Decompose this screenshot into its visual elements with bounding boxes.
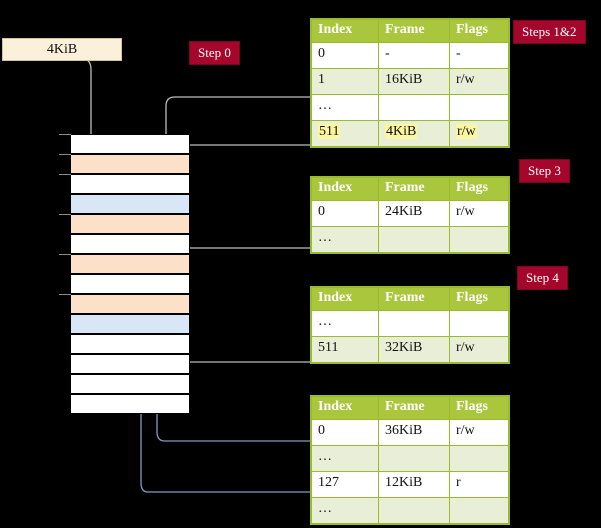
memory-frame-row xyxy=(70,394,190,414)
memory-frame-row xyxy=(70,354,190,374)
cell-frame: 4KiB xyxy=(378,119,450,147)
memory-frame-row xyxy=(70,314,190,334)
cell-flags: r/w xyxy=(449,67,509,95)
column-header-frame: Frame xyxy=(378,287,450,311)
memory-frame-row xyxy=(59,154,190,174)
memory-row-tick xyxy=(59,294,71,295)
physical-memory-column xyxy=(59,134,190,414)
cell-flags: r/w xyxy=(449,418,509,446)
table-row: 0-- xyxy=(311,41,509,69)
cell-flags: r/w xyxy=(449,119,509,147)
cell-index: … xyxy=(311,496,379,524)
cell-flags: r xyxy=(449,470,509,498)
memory-frame-row xyxy=(59,214,190,234)
badge-step-4-label: Step 4 xyxy=(526,270,559,285)
cell-index: … xyxy=(311,444,379,472)
badge-step-3: Step 3 xyxy=(519,159,570,183)
badge-steps-1-2-label: Steps 1&2 xyxy=(522,24,577,39)
cell-flags: r/w xyxy=(449,199,509,227)
cell-frame xyxy=(378,444,450,472)
cell-index: … xyxy=(311,225,379,253)
wire-step3 xyxy=(177,247,310,292)
cell-index: 1 xyxy=(311,67,379,95)
memory-frame-row xyxy=(59,254,190,274)
wire-step12-b xyxy=(166,144,310,155)
cell-frame xyxy=(378,496,450,524)
cell-index: 0 xyxy=(311,41,379,69)
column-header-index: Index xyxy=(311,396,379,420)
memory-row-tick xyxy=(59,154,71,155)
badge-steps-1-2: Steps 1&2 xyxy=(513,20,586,44)
cell-frame: 12KiB xyxy=(378,470,450,498)
table-row: … xyxy=(311,309,509,337)
column-header-index: Index xyxy=(311,177,379,201)
wire-step4 xyxy=(169,317,310,363)
cell-index: … xyxy=(311,93,379,121)
source-frame-box: 4KiB xyxy=(2,38,122,61)
badge-step-0: Step 0 xyxy=(189,41,240,65)
memory-row-tick xyxy=(59,174,71,175)
memory-frame-row xyxy=(70,334,190,354)
cell-flags xyxy=(449,496,509,524)
column-header-index: Index xyxy=(311,19,379,43)
column-header-frame: Frame xyxy=(378,19,450,43)
cell-index: 0 xyxy=(311,199,379,227)
column-header-flags: Flags xyxy=(449,177,509,201)
badge-step-3-label: Step 3 xyxy=(528,163,561,178)
table-row: … xyxy=(311,93,509,121)
memory-frame-row xyxy=(70,194,190,214)
memory-frame-row xyxy=(59,134,190,154)
cell-flags xyxy=(449,444,509,472)
cell-frame: - xyxy=(378,41,450,69)
memory-frame-row xyxy=(70,234,190,254)
column-header-flags: Flags xyxy=(449,19,509,43)
badge-step-4: Step 4 xyxy=(517,266,568,290)
column-header-flags: Flags xyxy=(449,287,509,311)
cell-flags xyxy=(449,225,509,253)
cell-index: 0 xyxy=(311,418,379,446)
memory-frame-row xyxy=(70,274,190,294)
column-header-flags: Flags xyxy=(449,396,509,420)
cell-frame xyxy=(378,309,450,337)
cell-index: … xyxy=(311,309,379,337)
cell-frame: 32KiB xyxy=(378,335,450,363)
memory-frame-row xyxy=(70,374,190,394)
badge-step-0-label: Step 0 xyxy=(198,45,231,60)
table-row: … xyxy=(311,496,509,524)
cell-frame: 36KiB xyxy=(378,418,450,446)
column-header-frame: Frame xyxy=(378,177,450,201)
table-row: … xyxy=(311,225,509,253)
cell-flags: r/w xyxy=(449,335,509,363)
cell-frame xyxy=(378,93,450,121)
column-header-index: Index xyxy=(311,287,379,311)
memory-row-tick xyxy=(59,214,71,215)
column-header-frame: Frame xyxy=(378,396,450,420)
source-frame-label: 4KiB xyxy=(46,41,78,57)
cell-flags xyxy=(449,309,509,337)
cell-frame: 24KiB xyxy=(378,199,450,227)
memory-frame-row xyxy=(59,174,190,194)
cell-flags: - xyxy=(449,41,509,69)
cell-index: 511 xyxy=(311,335,379,363)
cell-frame: 16KiB xyxy=(378,67,450,95)
table-row: … xyxy=(311,444,509,472)
cell-frame xyxy=(378,225,450,253)
cell-index: 511 xyxy=(311,119,379,147)
cell-index: 127 xyxy=(311,470,379,498)
memory-row-tick xyxy=(59,254,71,255)
cell-flags xyxy=(449,93,509,121)
memory-row-tick xyxy=(59,134,71,135)
memory-frame-row xyxy=(59,294,190,314)
